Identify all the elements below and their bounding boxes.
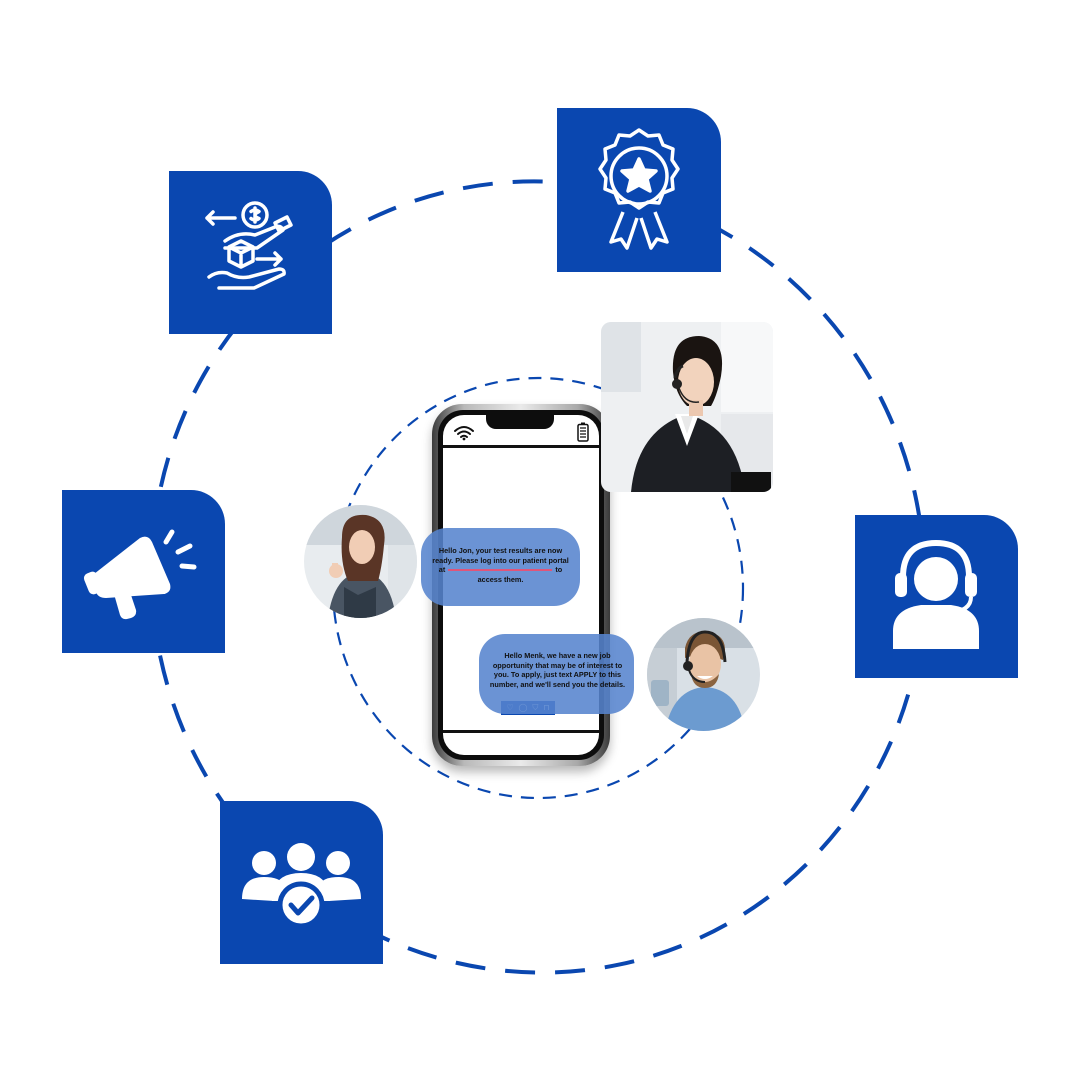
status-bar-divider	[443, 445, 599, 448]
megaphone-tile[interactable]	[62, 490, 225, 653]
message-bubble-test-results: Hello Jon, your test results are now rea…	[421, 528, 580, 606]
home-bar-divider	[443, 730, 599, 733]
message-1-text: Hello Jon, your test results are now rea…	[432, 546, 569, 575]
message-bubble-job-opportunity: Hello Menk, we have a new job opportunit…	[479, 634, 634, 714]
megaphone-icon	[83, 529, 197, 620]
message-1-text-end: access them.	[477, 574, 524, 584]
agent-headset-photo	[601, 322, 773, 492]
support-agent-tile[interactable]	[855, 515, 1018, 678]
team-check-icon	[242, 843, 361, 929]
phone-notch	[486, 415, 554, 429]
message-2-text: Hello Menk, we have a new job opportunit…	[489, 651, 626, 689]
team-check-tile[interactable]	[220, 801, 383, 964]
patient-portal-link[interactable]	[448, 569, 553, 572]
money-exchange-tile[interactable]	[169, 171, 332, 334]
wifi-icon	[454, 426, 474, 441]
customer-avatar-woman	[304, 505, 417, 618]
message-1-text-to: to	[555, 565, 563, 575]
outer-orbit-ring	[149, 179, 927, 975]
battery-icon	[577, 422, 589, 442]
agent-avatar-man	[647, 618, 760, 731]
money-exchange-icon	[205, 201, 293, 290]
inner-orbit-ring	[331, 376, 745, 800]
award-badge-tile[interactable]	[557, 108, 721, 272]
award-badge-icon	[598, 128, 680, 250]
headset-agent-icon	[893, 539, 979, 649]
